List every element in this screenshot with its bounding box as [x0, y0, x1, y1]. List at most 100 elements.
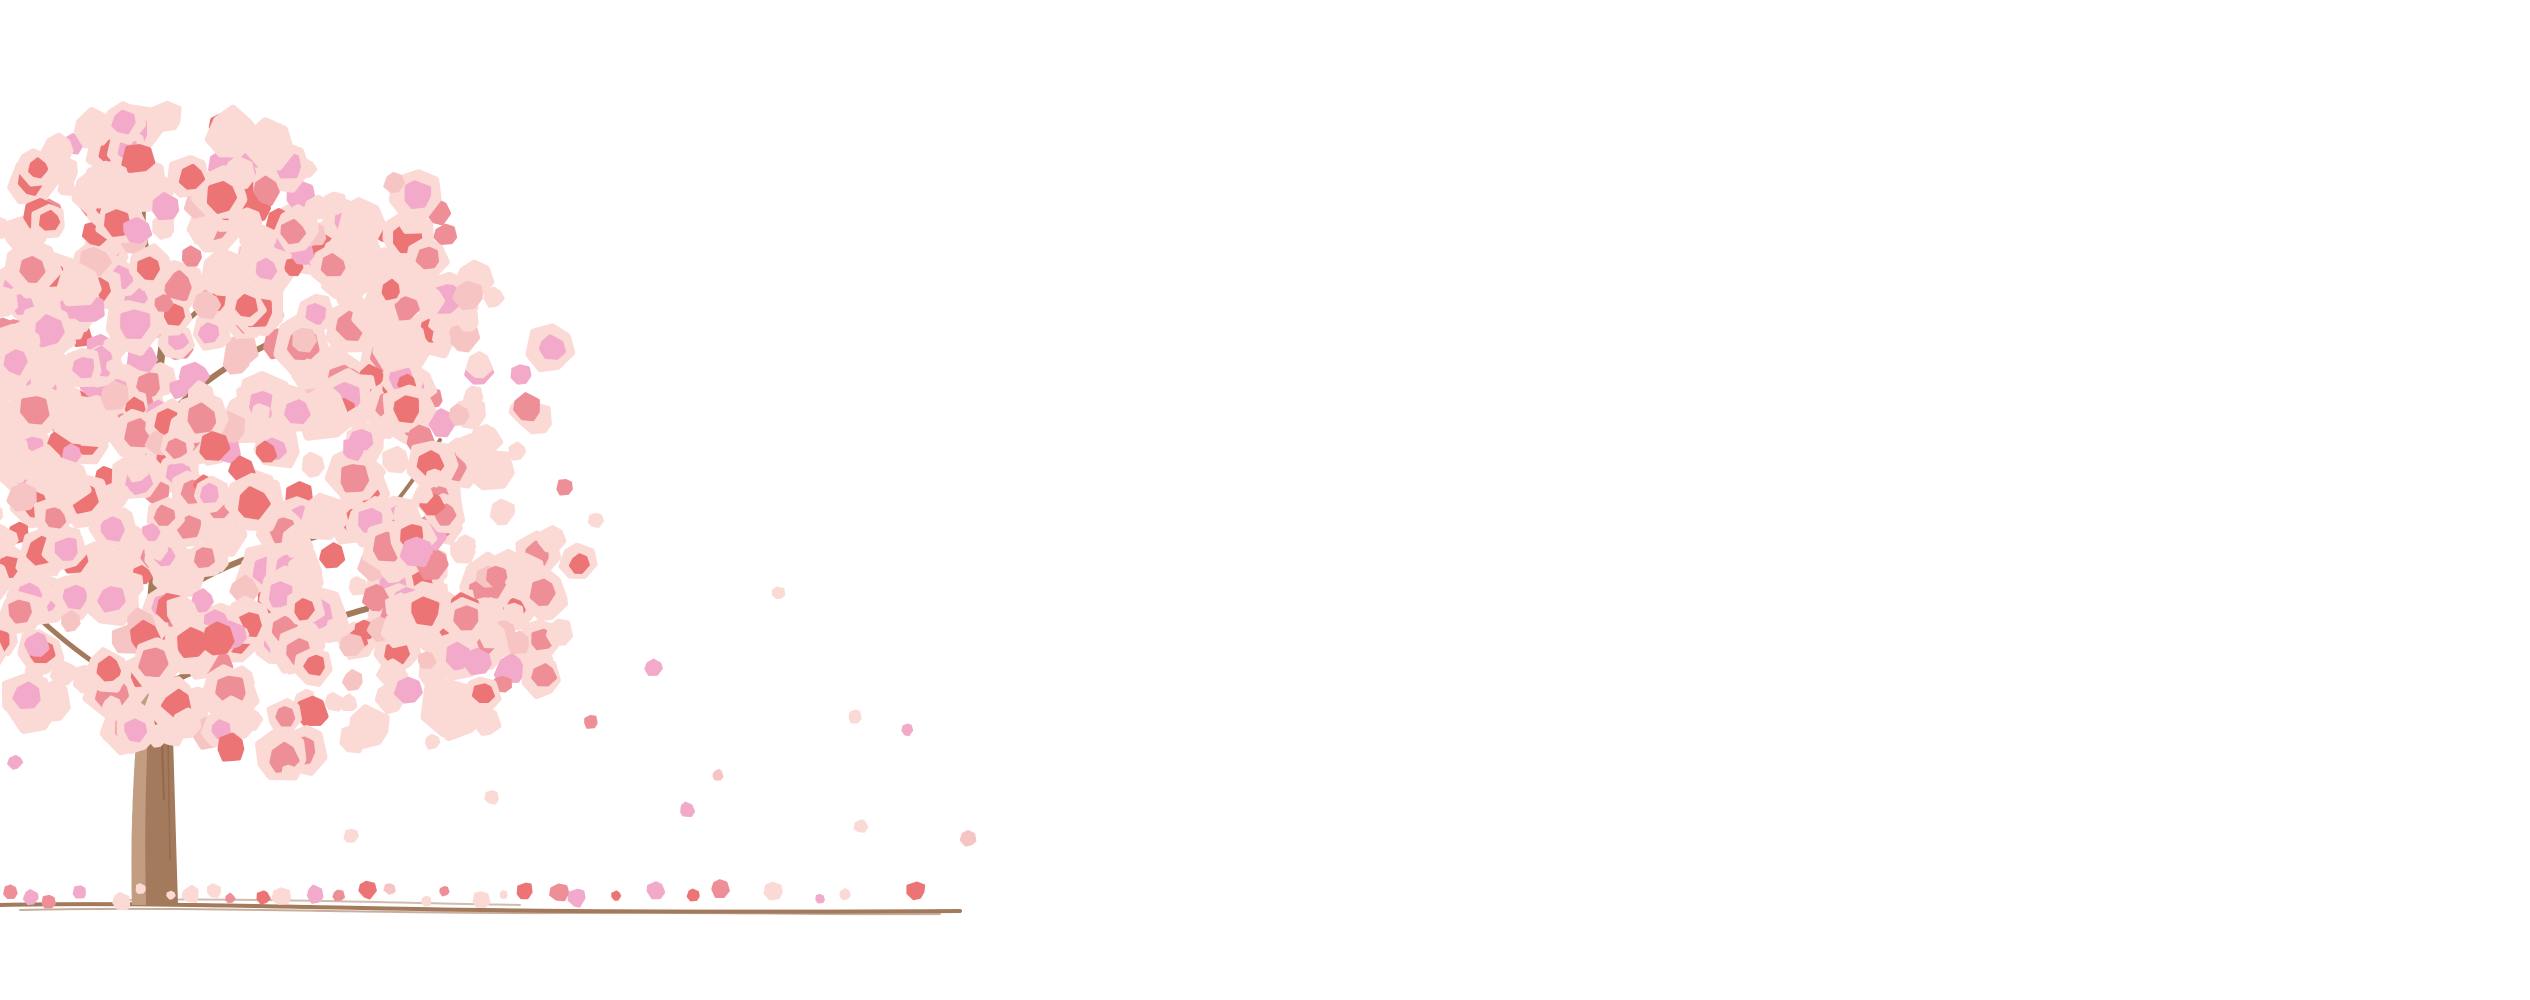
blossom-center — [19, 256, 46, 283]
petal — [343, 828, 359, 843]
blossom-center — [153, 504, 176, 526]
blossom-center — [163, 303, 186, 326]
blossom-center — [20, 396, 50, 425]
blossom — [373, 413, 400, 439]
blossom-center — [255, 257, 278, 280]
ground-petal — [472, 891, 491, 908]
petal — [556, 479, 573, 496]
petal — [584, 715, 598, 729]
blossom-center — [275, 706, 296, 727]
ground-petal — [135, 883, 146, 895]
blossom-center — [280, 218, 307, 245]
blossom-center — [120, 309, 151, 340]
blossom — [382, 445, 410, 474]
blossom — [513, 392, 540, 422]
blossom-center — [54, 537, 78, 561]
blossom-center — [198, 322, 220, 344]
blossom — [255, 440, 278, 463]
blossom — [433, 223, 458, 246]
blossom — [417, 651, 437, 669]
blossom — [66, 462, 87, 481]
ground-petal — [181, 884, 199, 903]
blossom-center — [97, 586, 126, 613]
blossom-center — [538, 334, 567, 360]
ground-petal — [72, 885, 86, 899]
blossom-center — [165, 438, 188, 459]
blossom-center — [206, 180, 238, 214]
blossom — [301, 451, 325, 478]
blossom-canopy — [0, 100, 598, 781]
blossom — [510, 364, 532, 385]
ground-petal — [332, 889, 346, 902]
petal — [484, 790, 499, 805]
blossom — [222, 155, 256, 189]
blossom — [414, 283, 446, 315]
blossom-center — [294, 598, 315, 621]
blossom-center — [381, 278, 400, 301]
blossom — [20, 329, 41, 350]
blossom — [166, 595, 199, 628]
ground-petal — [41, 894, 56, 909]
blossom — [281, 524, 314, 558]
ground-petal — [763, 881, 783, 901]
blossom-center — [529, 578, 556, 607]
blossom — [452, 280, 483, 311]
blossom-center — [303, 654, 325, 676]
blossom — [478, 620, 507, 649]
blossom — [469, 450, 515, 491]
ground-petal — [711, 879, 730, 898]
blossom-center — [305, 303, 326, 325]
petal — [712, 768, 724, 781]
blossom — [0, 217, 10, 239]
blossom — [392, 296, 420, 321]
blossom — [545, 618, 573, 646]
blossom — [26, 633, 49, 657]
blossom — [154, 294, 174, 312]
blossom-center — [124, 718, 148, 743]
blossom — [489, 498, 515, 526]
ground-petal — [815, 893, 825, 904]
blossom-center — [178, 163, 206, 190]
blossom — [181, 245, 202, 267]
ground-petal — [611, 890, 622, 901]
blossom-center — [415, 246, 440, 270]
blossom — [217, 732, 245, 762]
blossom — [152, 192, 180, 221]
petal — [425, 733, 441, 750]
blossom — [414, 484, 434, 504]
blossom — [342, 669, 363, 692]
ground-petal — [306, 884, 324, 904]
ground-petal — [906, 881, 926, 901]
ground-petal — [271, 887, 291, 905]
blossom-center — [340, 464, 370, 493]
petal — [848, 709, 862, 724]
blossom — [348, 576, 368, 596]
blossom — [199, 431, 231, 461]
ground-petal — [166, 890, 176, 900]
blossom-center — [177, 627, 210, 658]
blossom — [300, 492, 349, 540]
blossom — [508, 441, 527, 461]
blossom — [106, 357, 125, 376]
blossom — [291, 358, 325, 390]
ground-petal — [22, 889, 39, 906]
blossom-center — [411, 596, 440, 626]
blossom-center — [45, 507, 67, 529]
ground-petal — [839, 888, 851, 901]
blossom — [188, 217, 218, 247]
blossom-center — [235, 294, 258, 318]
blossom — [57, 177, 75, 196]
blossom-center — [531, 663, 558, 687]
blossom — [393, 500, 417, 527]
petal — [901, 723, 914, 737]
blossom — [234, 207, 263, 235]
blossom-center — [136, 256, 160, 281]
blossom — [192, 290, 222, 320]
blossom-center — [393, 395, 419, 424]
blossom — [292, 327, 317, 353]
ground-petal — [439, 885, 450, 897]
blossom — [502, 602, 524, 624]
blossom-center — [12, 681, 41, 709]
blossom — [320, 191, 348, 216]
